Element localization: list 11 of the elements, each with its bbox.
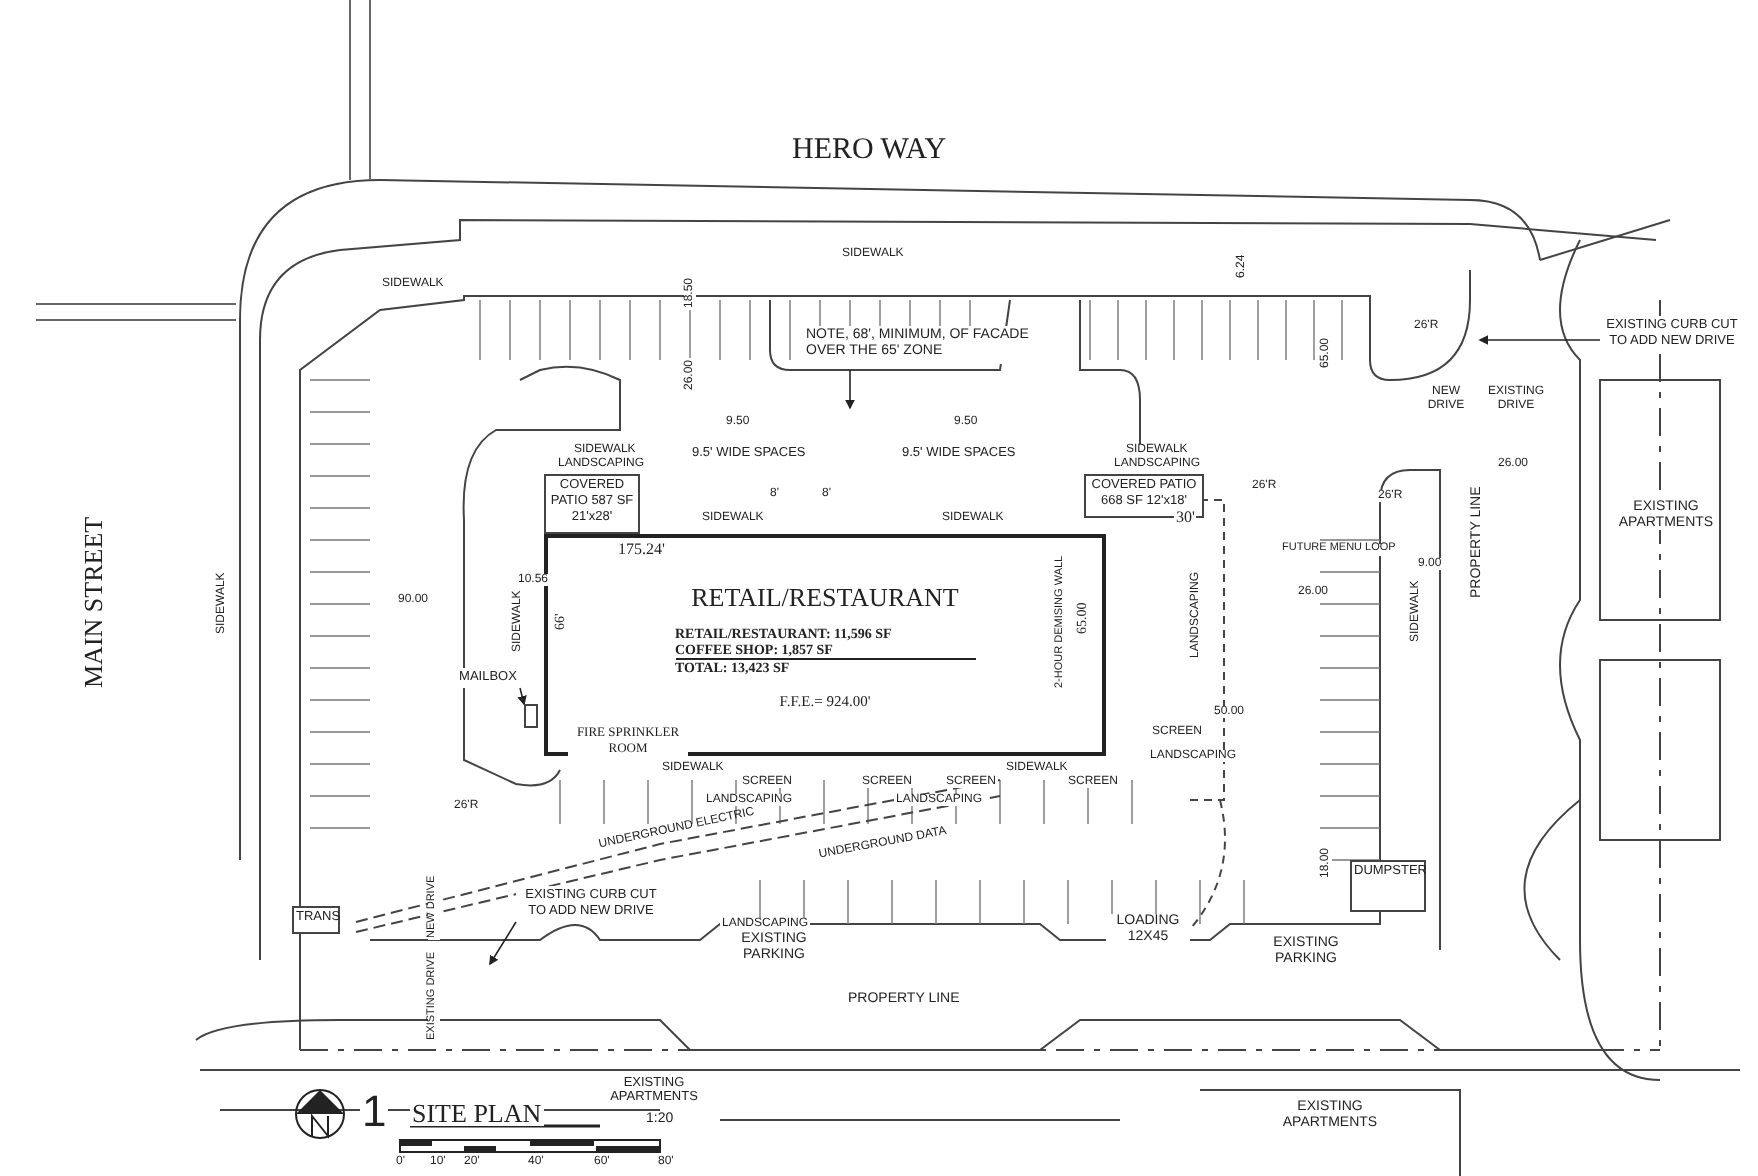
drawing-title: SITE PLAN: [410, 1100, 544, 1126]
leader-line: [489, 921, 517, 966]
leader-line: [1478, 335, 1601, 345]
street-name: MAIN STREET: [80, 514, 106, 690]
building-footprint: [544, 534, 1106, 756]
dimension: 175.24': [616, 542, 667, 558]
dimension: 30': [1174, 510, 1197, 526]
mailbox-box: [524, 704, 538, 728]
leader-line: [845, 369, 855, 410]
leader-line: [517, 687, 527, 706]
building-title: RETAIL/RESTAURANT: [691, 582, 959, 614]
